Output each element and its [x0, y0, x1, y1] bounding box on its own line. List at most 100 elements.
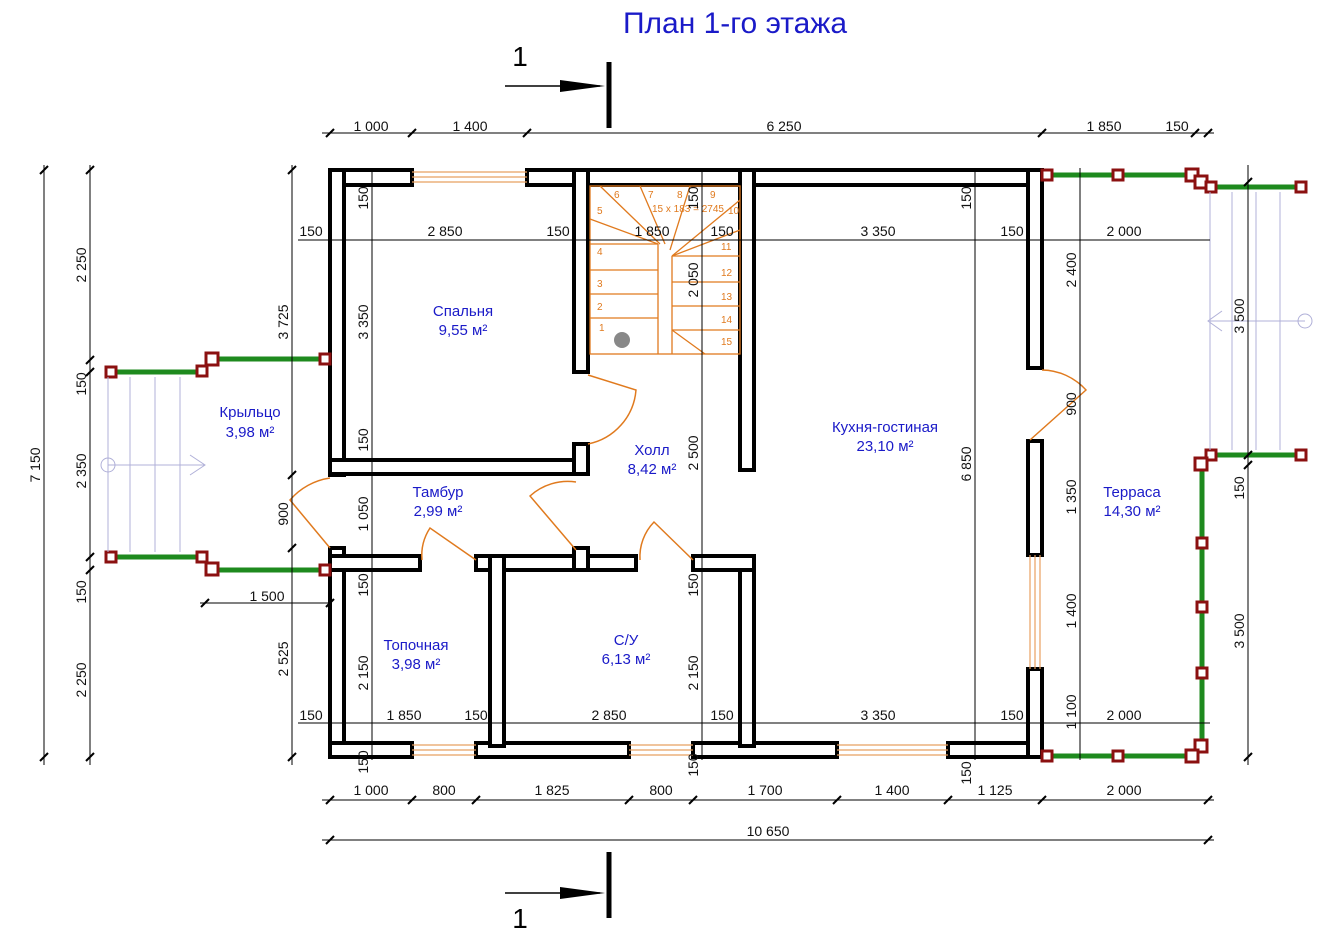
stair-label: 15 x 183 = 2745 — [652, 204, 724, 215]
dim-label: 2 525 — [275, 641, 291, 676]
dimension-tick — [624, 795, 634, 805]
dimension-tick — [325, 128, 335, 138]
dim-label: 900 — [275, 502, 291, 526]
dim-label: 6 850 — [958, 446, 974, 481]
dim-label: 150 — [355, 750, 371, 774]
room-name: Тамбур — [413, 484, 464, 501]
dim-label: 1 400 — [1063, 593, 1079, 628]
dimension-tick — [1203, 795, 1213, 805]
dim-label: 150 — [1165, 118, 1189, 134]
dim-label: 150 — [685, 186, 701, 210]
dim-label: 2 150 — [355, 655, 371, 690]
section-label-bottom: 1 — [512, 903, 528, 934]
dims-lower-row: 150 1 850 150 2 850 150 3 350 150 2 000 — [299, 707, 1141, 723]
dim-label: 1 100 — [1063, 694, 1079, 729]
room-name: Спальня — [433, 303, 493, 320]
dims-right: 2 400 900 1 350 1 400 1 100 3 500 150 3 … — [1063, 252, 1247, 729]
dim-label: 150 — [73, 580, 89, 604]
dimension-tick — [39, 752, 49, 762]
dimension-tick — [325, 835, 335, 845]
dim-label: 3 500 — [1231, 613, 1247, 648]
stair-step-label: 2 — [597, 302, 603, 313]
dim-label: 150 — [464, 707, 488, 723]
stair-step-label: 11 — [721, 242, 732, 253]
dimension-tick — [325, 795, 335, 805]
dimension-tick — [1243, 752, 1253, 762]
porch — [100, 351, 332, 577]
dim-label: 1 400 — [452, 118, 487, 134]
stair-step-label: 5 — [597, 206, 603, 217]
room-area: 6,13 м² — [602, 651, 651, 668]
dims-upper-row: 150 2 850 150 1 850 150 3 350 150 2 000 — [299, 223, 1141, 239]
room-name: Кухня-гостиная — [832, 419, 938, 436]
stair-step-label: 4 — [597, 247, 603, 258]
dim-label: 2 250 — [73, 247, 89, 282]
dim-label: 2 350 — [73, 453, 89, 488]
dim-label: 150 — [1000, 223, 1024, 239]
dimension-tick — [1037, 795, 1047, 805]
dimension-tick — [85, 565, 95, 575]
dim-label: 1 000 — [353, 118, 388, 134]
dim-label: 1 850 — [386, 707, 421, 723]
room-area: 2,99 м² — [414, 503, 463, 520]
dimension-tick — [1190, 128, 1200, 138]
dim-label: 1 825 — [534, 782, 569, 798]
dim-label: 150 — [355, 428, 371, 452]
dim-label: 150 — [299, 707, 323, 723]
dim-label: 2 000 — [1106, 223, 1141, 239]
room-area: 9,55 м² — [439, 322, 488, 339]
dim-label: 150 — [355, 186, 371, 210]
staircase: 15 x 183 = 2745 1 2 3 4 5 6 7 8 9 10 11 … — [589, 185, 741, 355]
dimension-tick — [943, 795, 953, 805]
dim-label: 1 850 — [1086, 118, 1121, 134]
dim-label: 150 — [685, 753, 701, 777]
dim-label: 150 — [546, 223, 570, 239]
room-name: Крыльцо — [219, 404, 280, 421]
dimension-tick — [1243, 460, 1253, 470]
dims-top: 1 000 1 400 6 250 1 850 150 — [353, 118, 1188, 134]
stair-step-label: 1 — [599, 323, 605, 334]
dim-label: 1 700 — [747, 782, 782, 798]
dim-label: 900 — [1063, 392, 1079, 416]
dimension-tick — [522, 128, 532, 138]
stair-step-label: 12 — [721, 268, 733, 279]
dims-left: 7 150 2 250 150 2 350 150 2 250 3 725 90… — [27, 247, 291, 697]
dim-label: 6 250 — [766, 118, 801, 134]
room-area: 3,98 м² — [392, 656, 441, 673]
dimension-tick — [832, 795, 842, 805]
dimension-tick — [688, 795, 698, 805]
room-name: С/У — [614, 632, 639, 649]
dim-label: 800 — [649, 782, 673, 798]
dim-label: 1 850 — [634, 223, 669, 239]
dimension-tick — [1203, 128, 1213, 138]
room-labels: Спальня 9,55 м² Холл 8,42 м² Кухня-гости… — [219, 303, 1161, 673]
dimension-tick — [287, 543, 297, 553]
dim-label: 150 — [299, 223, 323, 239]
stair-step-label: 6 — [614, 190, 620, 201]
dim-label: 2 150 — [685, 655, 701, 690]
dimension-tick — [1243, 450, 1253, 460]
dim-label: 1 000 — [353, 782, 388, 798]
dim-label: 150 — [958, 761, 974, 785]
dimension-tick — [287, 470, 297, 480]
dim-label: 2 500 — [685, 435, 701, 470]
stair-start-marker — [614, 332, 630, 348]
dim-label: 7 150 — [27, 447, 43, 482]
dimension-tick — [287, 165, 297, 175]
dim-label: 2 000 — [1106, 707, 1141, 723]
doors — [289, 369, 1088, 561]
dim-label: 150 — [1231, 476, 1247, 500]
dim-label: 1 050 — [355, 496, 371, 531]
dim-label: 2 050 — [685, 262, 701, 297]
section-mark-bottom: 1 — [505, 852, 612, 934]
dim-label: 3 350 — [860, 223, 895, 239]
interior-dimension-lines — [298, 168, 1210, 760]
dim-porch-width: 1 500 — [249, 588, 284, 604]
plan-title: План 1-го этажа — [623, 7, 847, 40]
dim-label: 150 — [710, 707, 734, 723]
dimension-tick — [325, 598, 335, 608]
dim-label: 2 250 — [73, 662, 89, 697]
room-area: 3,98 м² — [226, 424, 275, 441]
dim-label: 150 — [685, 573, 701, 597]
dim-label: 3 725 — [275, 304, 291, 339]
